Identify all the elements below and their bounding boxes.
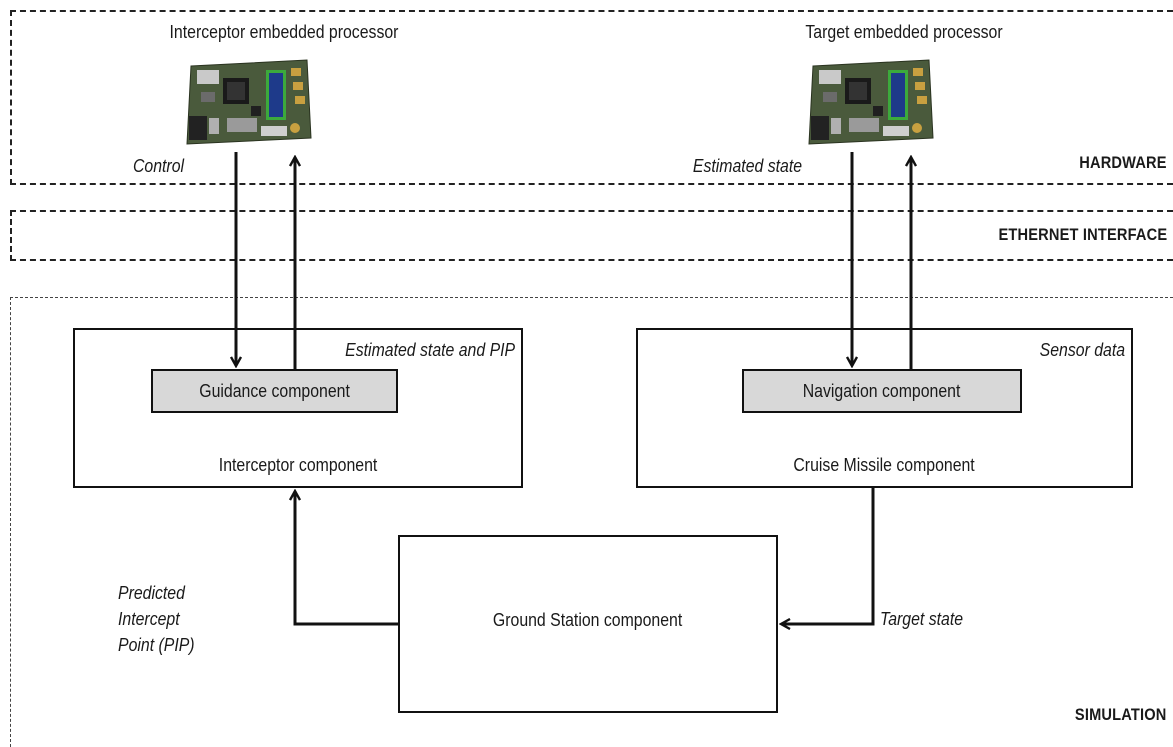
guidance-component-box: Guidance component <box>151 369 398 413</box>
pip-arrow <box>295 491 398 626</box>
target-processor-title: Target embedded processor <box>805 22 1003 42</box>
cruise-missile-component-label: Cruise Missile component <box>793 455 976 475</box>
hardware-region-label: HARDWARE <box>1079 153 1167 172</box>
pip-label-line-3: Point (PIP) <box>118 635 195 655</box>
estimated-state-label: Estimated state <box>692 156 802 176</box>
interceptor-component-label: Interceptor component <box>218 455 378 475</box>
ethernet-interface-region: ETHERNET INTERFACE <box>10 210 1173 261</box>
control-label: Control <box>132 156 184 176</box>
ground-station-component-box: Ground Station component <box>398 535 778 713</box>
hardware-region: HARDWARE <box>10 10 1173 185</box>
navigation-component-box: Navigation component <box>742 369 1022 413</box>
ground-station-component-label: Ground Station component <box>493 610 683 630</box>
pip-label-line-2: Intercept <box>118 609 180 629</box>
simulation-region-label: SIMULATION <box>1075 705 1167 724</box>
sensor-data-label: Sensor data <box>1039 340 1125 360</box>
navigation-component-label: Navigation component <box>803 380 961 401</box>
interceptor-board-icon <box>186 59 312 145</box>
target-state-arrow <box>781 488 875 624</box>
estimated-state-pip-label: Estimated state and PIP <box>345 340 515 360</box>
pip-label-line-1: Predicted <box>118 583 185 603</box>
interceptor-component-box: Interceptor component <box>73 328 523 488</box>
ethernet-region-label: ETHERNET INTERFACE <box>998 225 1167 244</box>
target-state-label: Target state <box>880 609 964 629</box>
guidance-component-label: Guidance component <box>199 380 350 401</box>
interceptor-processor-title: Interceptor embedded processor <box>169 22 399 42</box>
target-board-icon <box>808 59 934 145</box>
simulation-region: SIMULATION <box>10 297 1173 747</box>
